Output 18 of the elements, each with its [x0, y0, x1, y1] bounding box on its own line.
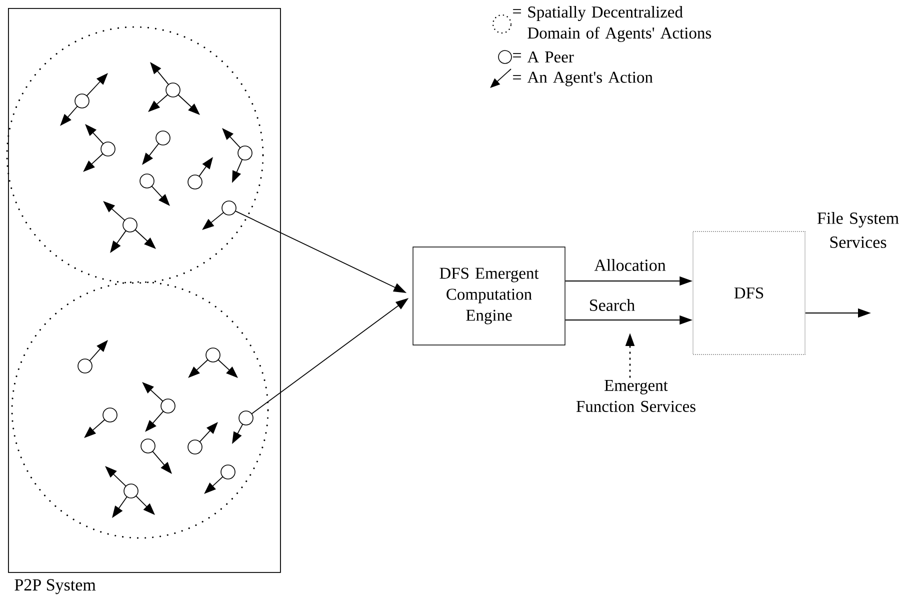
equals-sign: = [513, 75, 521, 80]
edge-label: File System Services [817, 212, 899, 248]
system-frame [8, 8, 281, 573]
legend-text: A Peer [527, 51, 574, 63]
equals-sign: = [513, 9, 521, 14]
domain-circle [11, 281, 269, 539]
text-label: Emergent Function Services [576, 380, 696, 412]
peer-circle [222, 200, 236, 216]
legend-text: An Agent's Action [527, 72, 653, 86]
edge-label: Search [590, 299, 635, 311]
domain-circle [6, 26, 264, 284]
peer-circle [238, 410, 254, 426]
process-box: DFS [692, 231, 806, 355]
process-box: DFS Emergent Computation Engine [412, 246, 566, 346]
equals-sign: = [513, 53, 521, 58]
edge-label: Allocation [594, 259, 666, 271]
frame-label: P2P System [14, 579, 96, 594]
legend-text: Spatially Decentralized Domain of Agents' Actions [528, 6, 712, 42]
